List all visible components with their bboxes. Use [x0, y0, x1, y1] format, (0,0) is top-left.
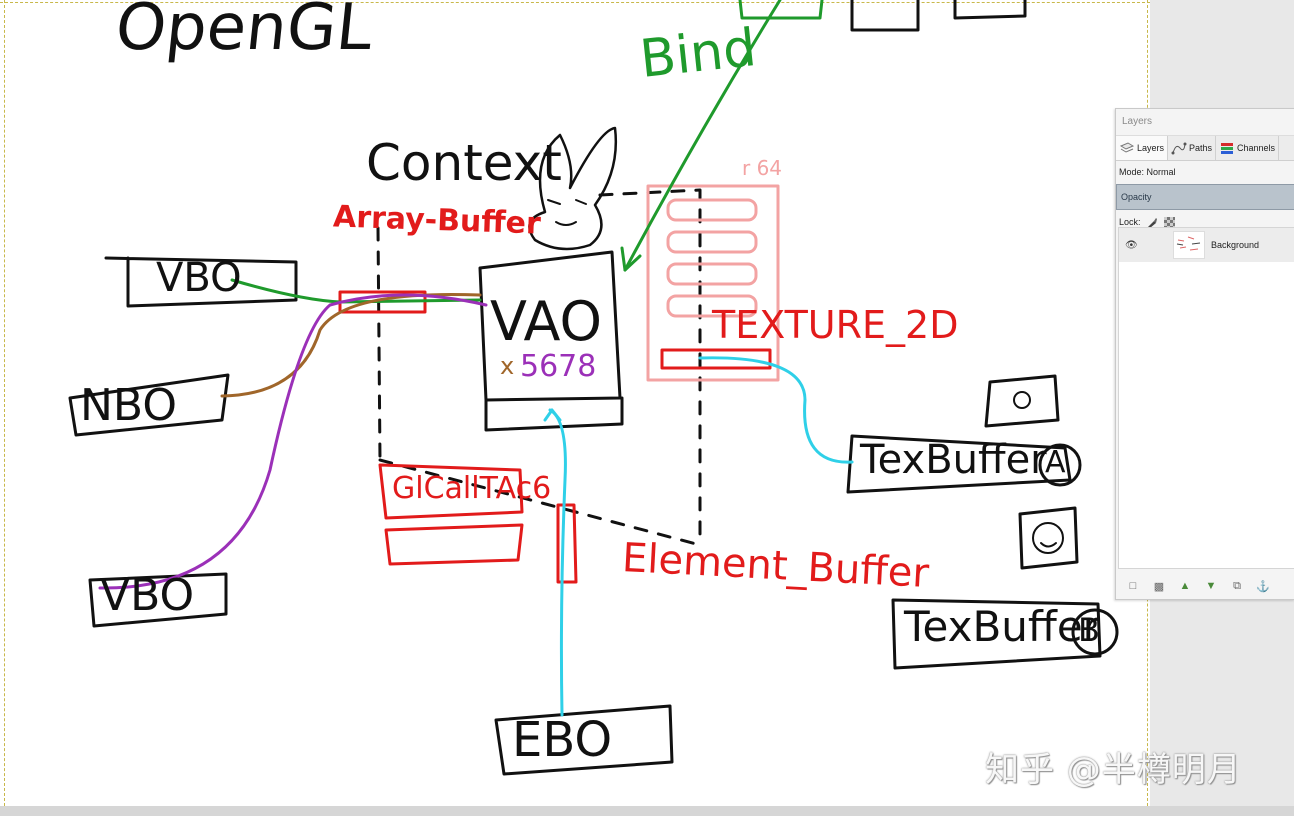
texture-units-stack: [646, 184, 780, 382]
smiley-mouth: [1040, 542, 1057, 548]
label-texture-2d: TEXTURE_2D: [712, 303, 959, 347]
tex-buffer-b-box: [891, 598, 1102, 670]
texture-image-icon-a-circle: [1013, 391, 1031, 409]
smiley-face-icon: [1032, 522, 1064, 554]
smiley-frame: [1018, 506, 1079, 570]
status-strip: [0, 806, 1294, 816]
lock-pixels-icon[interactable]: [1147, 217, 1158, 228]
layers-icon: [1119, 142, 1135, 153]
title-opengl: OpenGL: [112, 0, 377, 65]
texture-image-icon-a: [984, 374, 1060, 428]
label-tex-buffer-b-tag: B: [1078, 611, 1100, 649]
anchor-layer-icon[interactable]: ⚓: [1256, 580, 1270, 593]
gl-call-box: [378, 463, 524, 520]
label-texture-units: r 64: [742, 156, 783, 180]
top-box-2: [953, 0, 1027, 20]
vbo-3-link: [98, 293, 488, 590]
dock-footer: □ ▩ ▲ ▼ ⧉ ⚓: [1116, 573, 1294, 599]
top-box-green: [738, 0, 824, 20]
eye-icon[interactable]: 👁: [1125, 239, 1138, 251]
opacity-slider[interactable]: Opacity: [1116, 184, 1294, 210]
tab-paths-label: Paths: [1189, 143, 1213, 153]
top-box-1: [850, 0, 920, 32]
label-vao-attribs: 5678: [520, 349, 597, 384]
tab-paths[interactable]: Paths: [1168, 136, 1217, 160]
label-tex-buffer-a: TexBuffer: [860, 437, 1047, 483]
element-buffer-slot: [556, 503, 578, 584]
label-vbo-1: VBO: [156, 255, 242, 301]
label-gl-call: GlCallTAc6: [392, 471, 552, 506]
tab-layers-label: Layers: [1137, 143, 1165, 153]
bunny-doodle: [528, 126, 618, 251]
new-group-icon[interactable]: ▩: [1153, 580, 1165, 593]
ebo-link: [548, 408, 567, 717]
duplicate-layer-icon[interactable]: ⧉: [1233, 579, 1241, 592]
bind-arrowhead: [620, 246, 642, 272]
tab-channels-label: Channels: [1237, 143, 1276, 153]
ebo-link-arrow: [543, 408, 562, 422]
lock-row: Lock:: [1116, 211, 1294, 233]
layer-row-background[interactable]: 👁 Background: [1119, 228, 1294, 262]
ink-strokes: [68, 0, 1119, 776]
label-bind: Bind: [637, 18, 759, 90]
layer-list: 👁 Background: [1118, 227, 1294, 569]
watermark: 知乎 @半樽明月: [985, 750, 1242, 790]
lower-layer-icon[interactable]: ▼: [1205, 580, 1217, 592]
vbo-2-link: [220, 292, 482, 398]
texture-2d-slot: [660, 348, 772, 370]
dock-title: Layers: [1116, 109, 1294, 136]
tab-layers[interactable]: Layers: [1116, 136, 1169, 160]
ebo-box: [494, 704, 674, 776]
vao-box: [478, 250, 622, 402]
tex-buffer-a-link: [698, 356, 854, 464]
raise-layer-icon[interactable]: ▲: [1179, 580, 1191, 592]
layer-name: Background: [1211, 240, 1260, 250]
thumbnail-preview: [1176, 236, 1201, 251]
layers-dock: Layers Layers Paths Channels Mode: Norm: [1115, 108, 1294, 600]
dock-tabs: Layers Paths Channels: [1116, 136, 1294, 161]
new-layer-icon[interactable]: □: [1129, 580, 1137, 592]
canvas-guide-top: [0, 2, 1150, 3]
context-frame: [376, 188, 702, 547]
tex-buffer-a-box: [846, 434, 1072, 494]
label-vbo-3: VBO: [100, 570, 195, 621]
label-ebo: EBO: [512, 712, 613, 768]
mode-selector[interactable]: Mode: Normal: [1119, 167, 1176, 177]
bunny-face: [547, 199, 587, 226]
lock-alpha-icon[interactable]: [1163, 216, 1175, 228]
label-vao: VAO: [490, 290, 602, 353]
label-tex-buffer-b: TexBuffer: [904, 602, 1100, 651]
vbo-2-box: [68, 373, 230, 437]
gl-call-box-2: [384, 523, 524, 566]
tex-buffer-a-circle: [1038, 443, 1082, 487]
label-vao-attrib-x: x: [500, 352, 515, 380]
tab-channels[interactable]: Channels: [1216, 136, 1280, 160]
vao-base: [484, 396, 624, 432]
label-context: Context: [366, 134, 562, 192]
tex-buffer-b-circle: [1071, 608, 1119, 656]
layer-thumbnail: [1173, 231, 1205, 259]
canvas-guide-left: [4, 0, 5, 806]
label-vbo-2: NBO: [80, 380, 177, 431]
vbo-1-box: [104, 256, 298, 308]
label-array-buffer: Array-Buffer: [332, 199, 542, 242]
bind-arrow: [623, 0, 782, 272]
label-tex-buffer-a-tag: A: [1045, 445, 1066, 480]
drawing-canvas[interactable]: OpenGL Context Array-Buffer Bind VAO 567…: [0, 0, 1150, 806]
channels-icon: [1221, 143, 1234, 154]
lock-label: Lock:: [1119, 217, 1141, 227]
paths-icon: [1171, 142, 1187, 155]
